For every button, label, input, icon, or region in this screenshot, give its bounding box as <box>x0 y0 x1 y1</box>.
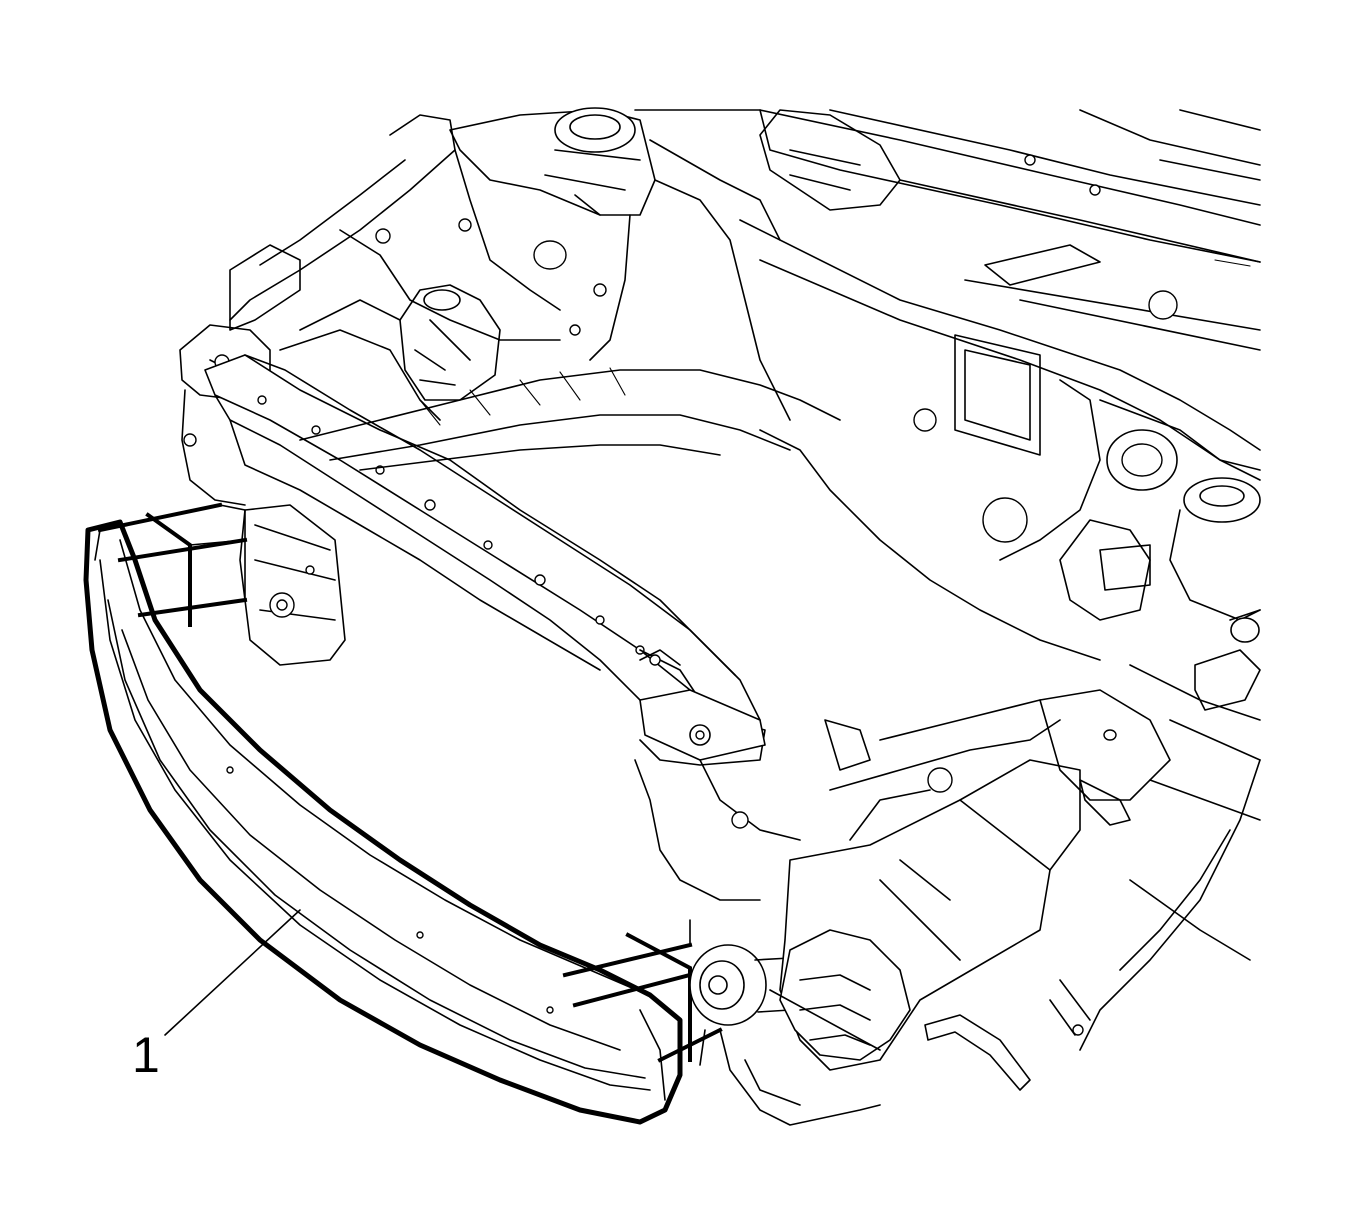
callout-1-leader <box>164 909 301 1036</box>
lower-frame-stub <box>719 1029 881 1126</box>
callout-1-label: 1 <box>132 1027 160 1083</box>
radiator-support <box>179 324 1101 901</box>
right-energy-absorber <box>562 919 723 1066</box>
left-energy-absorber <box>97 502 248 627</box>
right-apron-structure <box>739 109 1261 1051</box>
technician-hand-with-tool <box>689 759 1081 1091</box>
bumper-impact-bar <box>83 519 683 1125</box>
rear-body-structure <box>229 107 1261 421</box>
callout-1: 1 <box>132 909 301 1083</box>
